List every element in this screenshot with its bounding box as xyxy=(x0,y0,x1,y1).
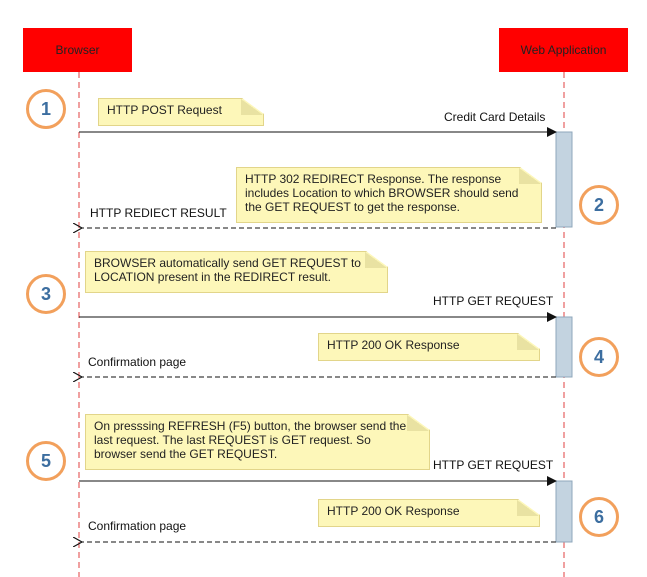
note-post-request: HTTP POST Request xyxy=(98,98,264,126)
note-refresh-text: On presssing REFRESH (F5) button, the br… xyxy=(94,419,407,461)
message-label-credit-card-details: Credit Card Details xyxy=(444,110,546,124)
note-200-ok-1-text: HTTP 200 OK Response xyxy=(327,338,460,352)
actor-browser-label: Browser xyxy=(55,43,100,57)
step-badge-4: 4 xyxy=(579,337,619,377)
step-badge-3: 3 xyxy=(26,274,66,314)
actor-webapp-label: Web Application xyxy=(520,43,607,57)
note-refresh: On presssing REFRESH (F5) button, the br… xyxy=(85,414,430,470)
note-browser-auto-get: BROWSER automatically send GET REQUEST t… xyxy=(85,251,388,293)
note-200-ok-1: HTTP 200 OK Response xyxy=(318,333,540,361)
actor-web-application: Web Application xyxy=(499,28,628,72)
activation-bar-2 xyxy=(555,316,573,378)
step-badge-1: 1 xyxy=(26,89,66,129)
activation-bar-3 xyxy=(555,480,573,543)
message-label-confirmation-1: Confirmation page xyxy=(88,355,187,369)
message-label-get-request-1: HTTP GET REQUEST xyxy=(433,294,554,308)
step-badge-2: 2 xyxy=(579,185,619,225)
message-label-redirect-result: HTTP REDIECT RESULT xyxy=(90,206,227,220)
message-label-confirmation-2: Confirmation page xyxy=(88,519,187,533)
note-browser-auto-get-text: BROWSER automatically send GET REQUEST t… xyxy=(94,256,361,284)
note-redirect-response-text: HTTP 302 REDIRECT Response. The response… xyxy=(245,172,519,214)
note-redirect-response: HTTP 302 REDIRECT Response. The response… xyxy=(236,167,542,223)
activation-bar-1 xyxy=(555,131,573,228)
step-badge-6: 6 xyxy=(579,497,619,537)
note-200-ok-2: HTTP 200 OK Response xyxy=(318,499,540,527)
note-200-ok-2-text: HTTP 200 OK Response xyxy=(327,504,460,518)
step-badge-5: 5 xyxy=(26,441,66,481)
note-post-request-text: HTTP POST Request xyxy=(107,103,222,117)
actor-browser: Browser xyxy=(23,28,132,72)
message-label-get-request-2: HTTP GET REQUEST xyxy=(433,458,554,472)
